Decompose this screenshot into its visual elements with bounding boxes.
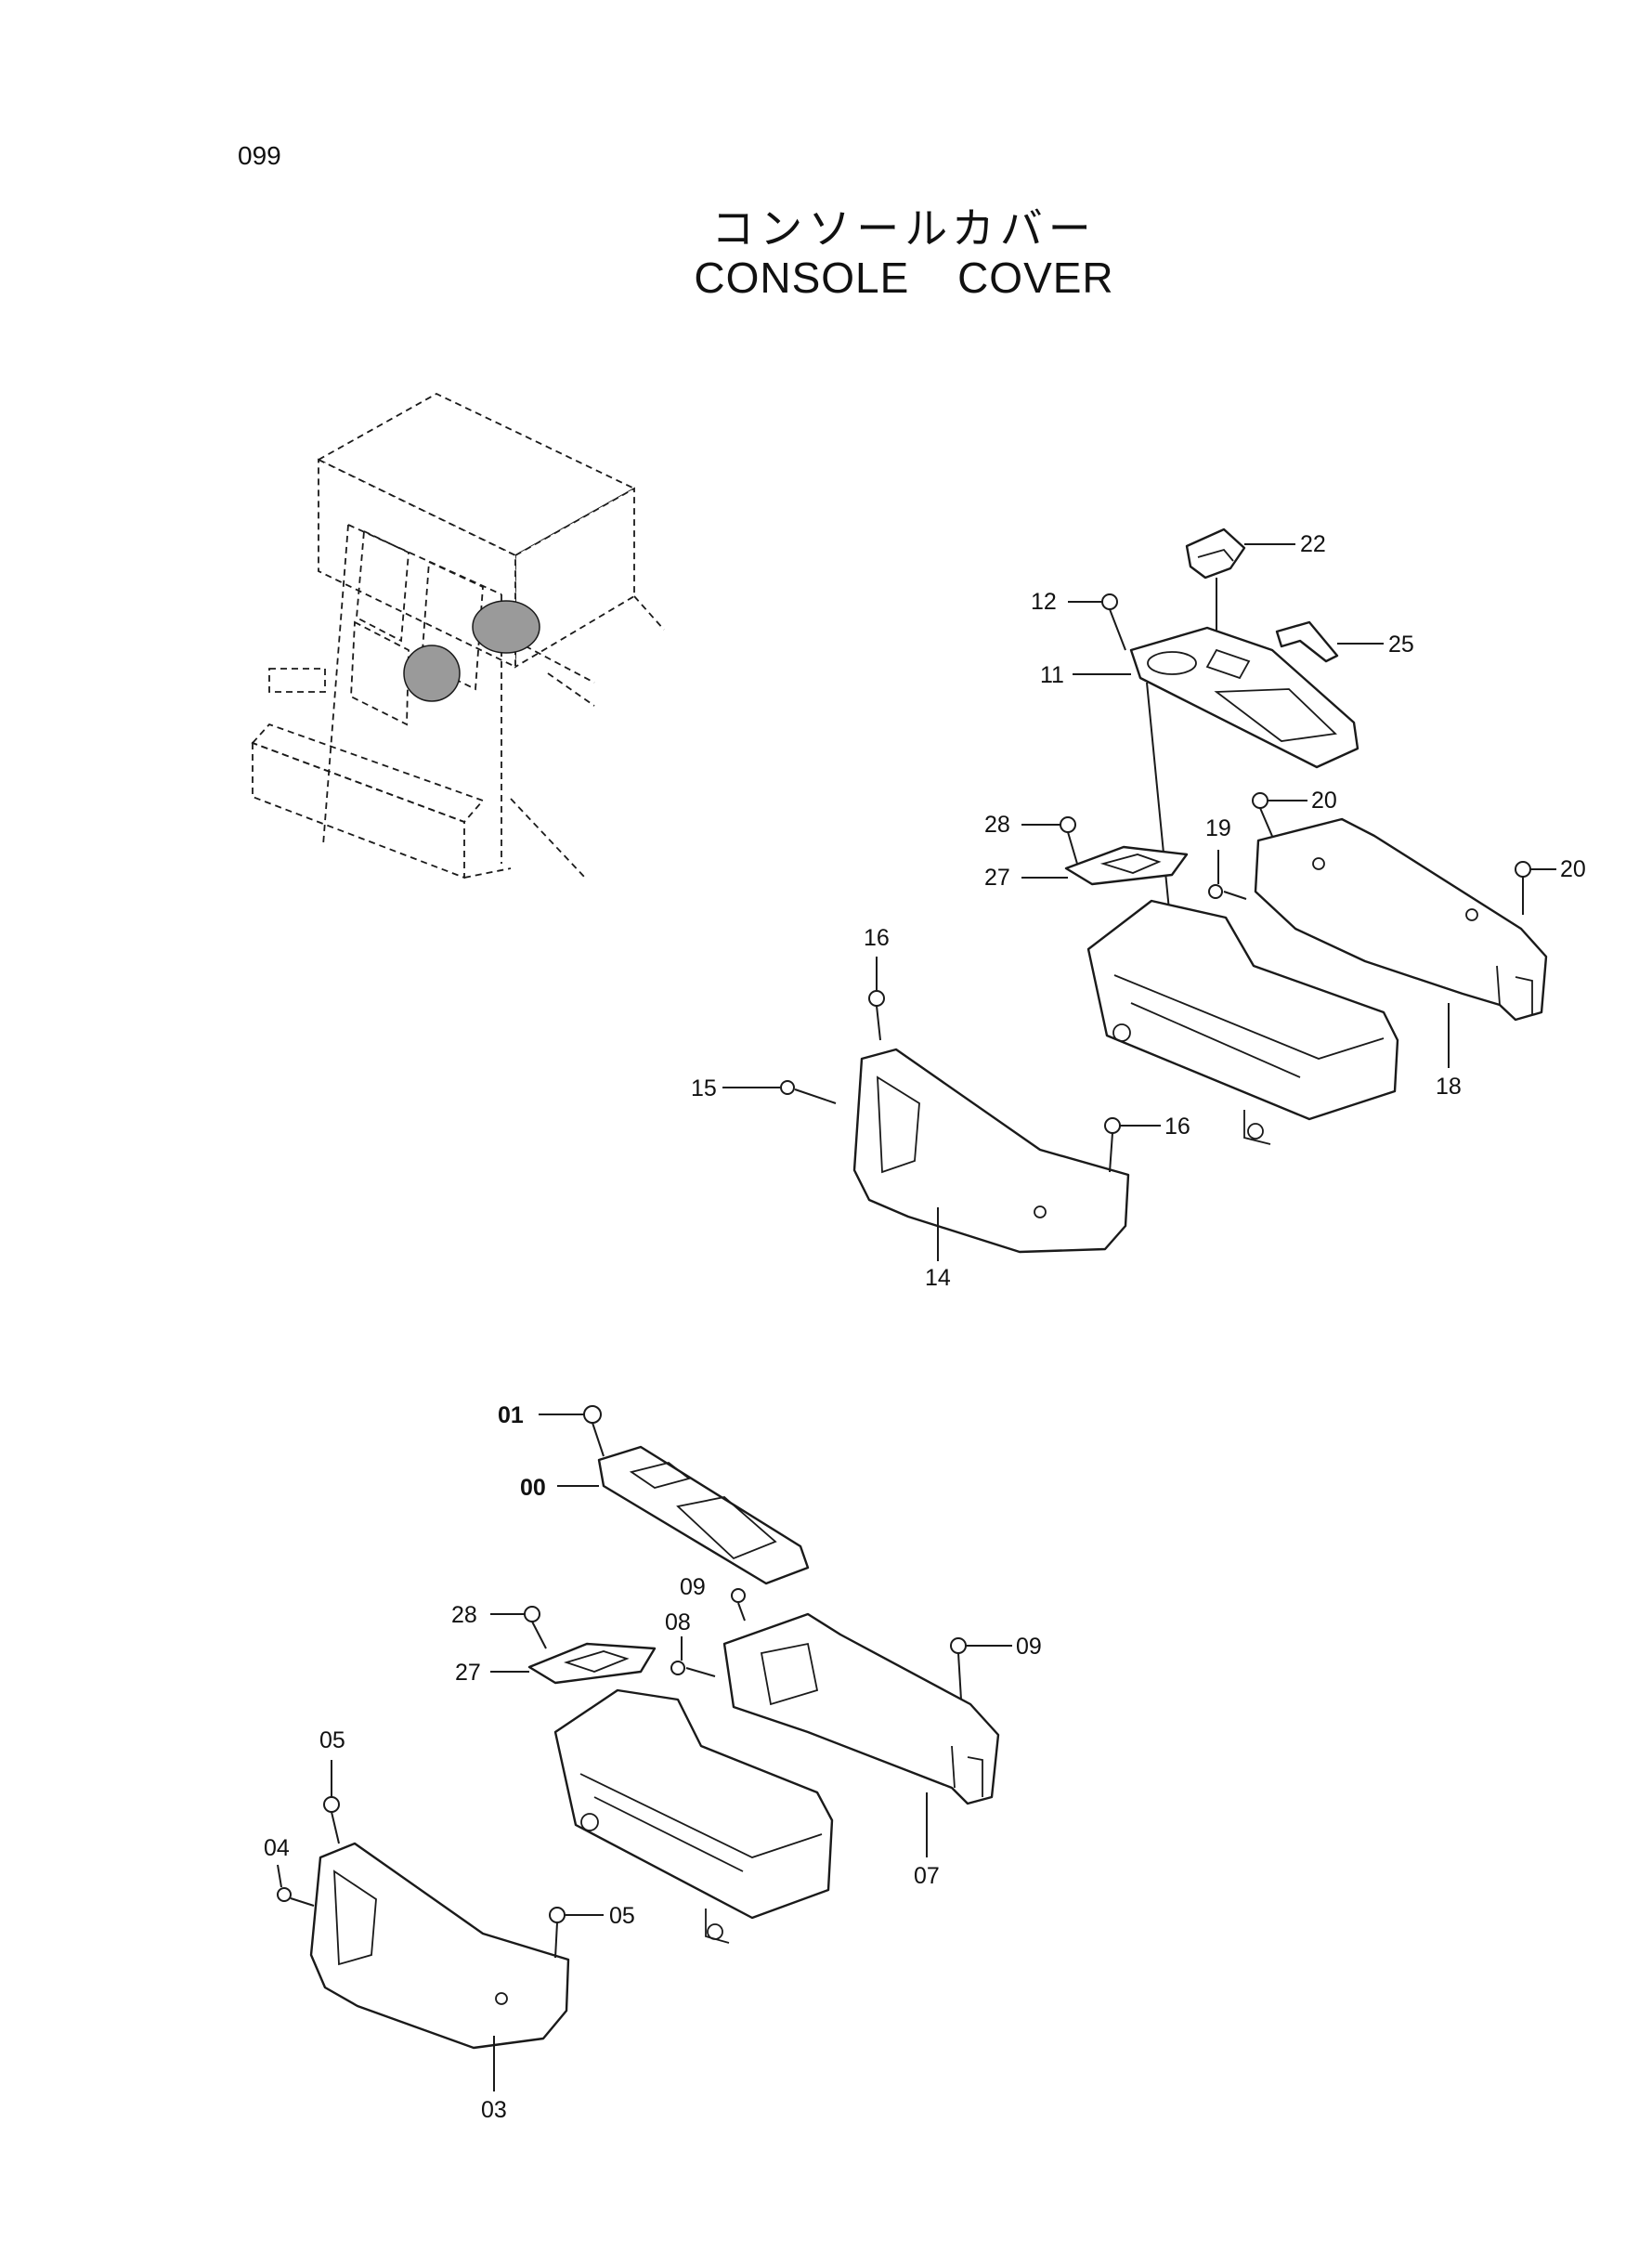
callout-25: 25: [1388, 632, 1414, 658]
console-frame-upper: [1086, 899, 1399, 1121]
callout-20-top: 20: [1311, 788, 1337, 814]
cab-locator-view: [251, 392, 665, 879]
part-27-gasket-upper: [1064, 845, 1189, 886]
part-14-side-cover: [852, 1048, 1130, 1254]
part-22-knob: [1185, 528, 1246, 580]
callout-28-upper: 28: [984, 812, 1010, 838]
callout-19: 19: [1205, 815, 1231, 841]
callout-09-small: 09: [680, 1574, 706, 1600]
part-18-side-cover: [1254, 817, 1548, 1022]
callout-15: 15: [691, 1075, 717, 1101]
callout-22: 22: [1300, 531, 1326, 557]
callout-12: 12: [1031, 589, 1057, 615]
callout-09-right: 09: [1016, 1634, 1042, 1660]
callout-14: 14: [925, 1265, 951, 1291]
console-location-left-icon: [403, 645, 461, 702]
callout-27-upper: 27: [984, 865, 1010, 891]
upper-assembly: [722, 528, 1556, 1261]
callout-03: 03: [481, 2097, 507, 2123]
callout-01: 01: [498, 1402, 524, 1428]
part-00-top-panel: [597, 1445, 810, 1585]
title-english: CONSOLE COVER: [694, 254, 1114, 302]
part-11-top-panel: [1129, 626, 1359, 769]
callout-16-right: 16: [1164, 1114, 1190, 1140]
part-27-gasket-lower: [527, 1642, 657, 1685]
callout-04: 04: [264, 1835, 290, 1861]
callout-00: 00: [520, 1475, 546, 1501]
callout-11: 11: [1040, 662, 1064, 688]
console-location-right-icon: [472, 600, 540, 654]
console-frame-lower: [553, 1688, 834, 1920]
lower-assembly: [277, 1405, 1012, 2091]
callout-16-top: 16: [864, 925, 890, 951]
callout-08: 08: [665, 1609, 691, 1635]
callout-28-lower: 28: [451, 1602, 477, 1628]
callout-07: 07: [914, 1863, 940, 1889]
callout-27-lower: 27: [455, 1660, 481, 1686]
callout-05-right: 05: [609, 1903, 635, 1929]
callout-20-right: 20: [1560, 856, 1586, 882]
callout-labels: 22 25 12 11 20 19 20 28 27 18 16 15 16 1…: [264, 531, 1586, 2123]
callout-05-top: 05: [319, 1727, 345, 1753]
callout-18: 18: [1436, 1074, 1462, 1100]
page-number: 099: [238, 141, 281, 170]
part-07-side-cover: [722, 1612, 1000, 1805]
title-japanese: コンソールカバー: [711, 203, 1097, 254]
part-03-side-cover: [309, 1842, 570, 2050]
part-25-bracket: [1275, 620, 1339, 663]
